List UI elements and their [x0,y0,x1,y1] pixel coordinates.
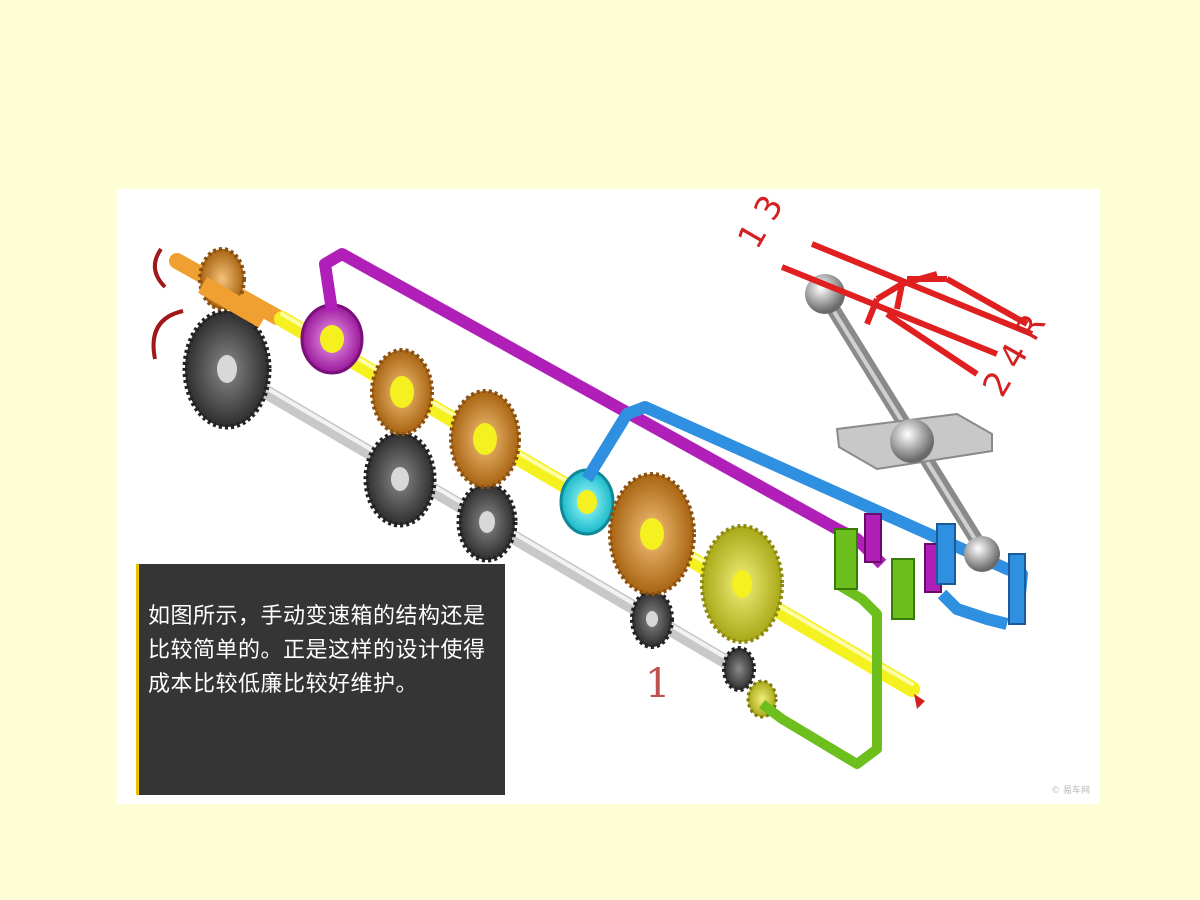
countershaft-gear [456,481,518,563]
rotation-arrow-icon [151,309,184,360]
shift-label-bottom: 2 4 R [975,307,1054,404]
main-shaft-gear [449,389,521,489]
synchronizer-cyan [559,468,615,536]
countershaft-gear [182,308,272,430]
shift-label-top: 1 3 [730,189,792,256]
shift-fork-green [834,528,858,590]
shift-knob[interactable] [805,274,845,314]
shift-fork-purple [864,513,882,563]
synchronizer-purple [300,303,364,375]
output-arrow-icon [914,694,925,709]
gearbox-illustration: 1 3 2 4 R 1 [151,189,1054,769]
caption-text: 如图所示，手动变速箱的结构还是比较简单的。正是这样的设计使得成本比较低廉比较好维… [148,604,486,697]
lever-pivot-ball [890,419,934,463]
gear-number-label: 1 [645,661,670,707]
countershaft-gear [630,589,674,649]
countershaft-gear [363,430,437,528]
main-shaft-gear [370,348,434,436]
lever-end-ball [964,536,1000,572]
fork-rod-purple [319,248,887,569]
main-shaft-gear [700,524,784,644]
shift-pattern [780,241,1034,377]
rotation-arrow-icon [153,247,167,289]
shift-fork-blue [936,523,956,585]
countershaft-gear [722,646,756,692]
caption-box: 如图所示，手动变速箱的结构还是比较简单的。正是这样的设计使得成本比较低廉比较好维… [136,564,505,795]
watermark: © 易车网 [1051,786,1090,796]
main-shaft-gear [608,472,696,596]
fork-rod-green [759,579,882,769]
